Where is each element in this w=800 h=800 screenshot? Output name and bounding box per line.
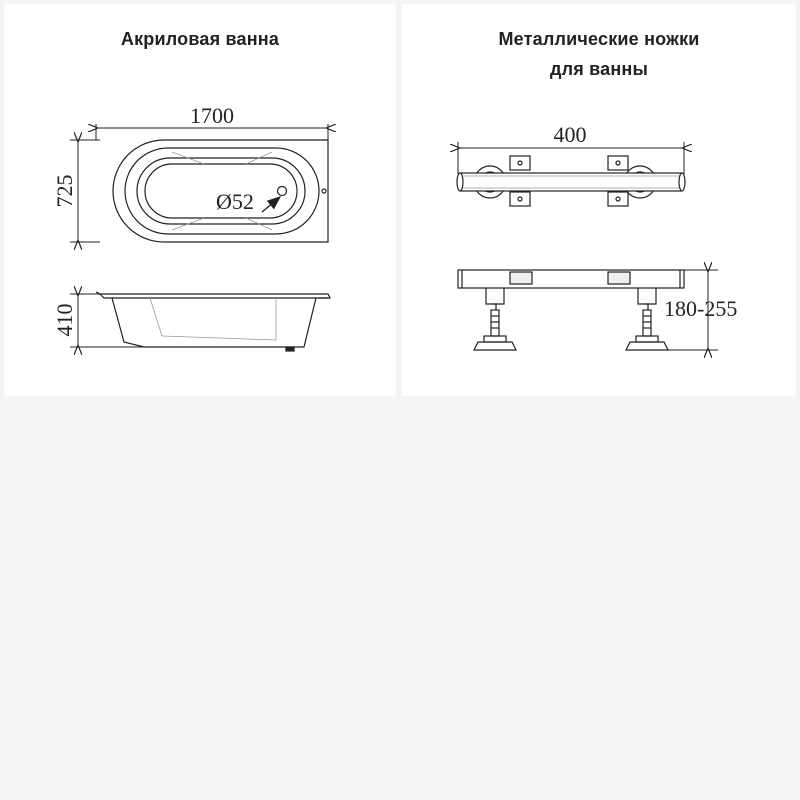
dim-height-range: 180-255 bbox=[664, 270, 737, 350]
panel-title-legs: Металлические ножки для ванны bbox=[402, 24, 796, 84]
dim-length: 1700 bbox=[96, 103, 328, 140]
panel-legs: Металлические ножки для ванны bbox=[402, 4, 796, 396]
legs-side-view bbox=[457, 269, 685, 351]
dim-height: 410 bbox=[52, 294, 144, 347]
panel-title-bathtub: Акриловая ванна bbox=[4, 24, 396, 54]
dim-span: 400 bbox=[458, 122, 684, 174]
dim-length-label: 1700 bbox=[190, 103, 234, 128]
bathtub-side-view bbox=[95, 291, 331, 352]
legs-drawing: 400 180-255 bbox=[402, 122, 737, 396]
dim-height-range-label: 180-255 bbox=[664, 296, 737, 321]
bathtub-drawing: 1700 725 Ø52 410 bbox=[52, 103, 396, 396]
dim-span-label: 400 bbox=[554, 122, 587, 147]
legs-top-view bbox=[456, 155, 686, 207]
panel-bathtub: Акриловая ванна bbox=[4, 4, 396, 396]
bathtub-top-view bbox=[112, 139, 329, 243]
dim-height-label: 410 bbox=[52, 304, 77, 337]
dim-width: 725 bbox=[52, 140, 100, 242]
title-line-1: Металлические ножки bbox=[498, 29, 700, 49]
title-line-2: для ванны bbox=[549, 59, 649, 79]
title-text: Акриловая ванна bbox=[120, 29, 280, 49]
dim-width-label: 725 bbox=[52, 175, 77, 208]
drain-leader bbox=[261, 196, 282, 213]
dim-drain-label: Ø52 bbox=[216, 189, 254, 214]
